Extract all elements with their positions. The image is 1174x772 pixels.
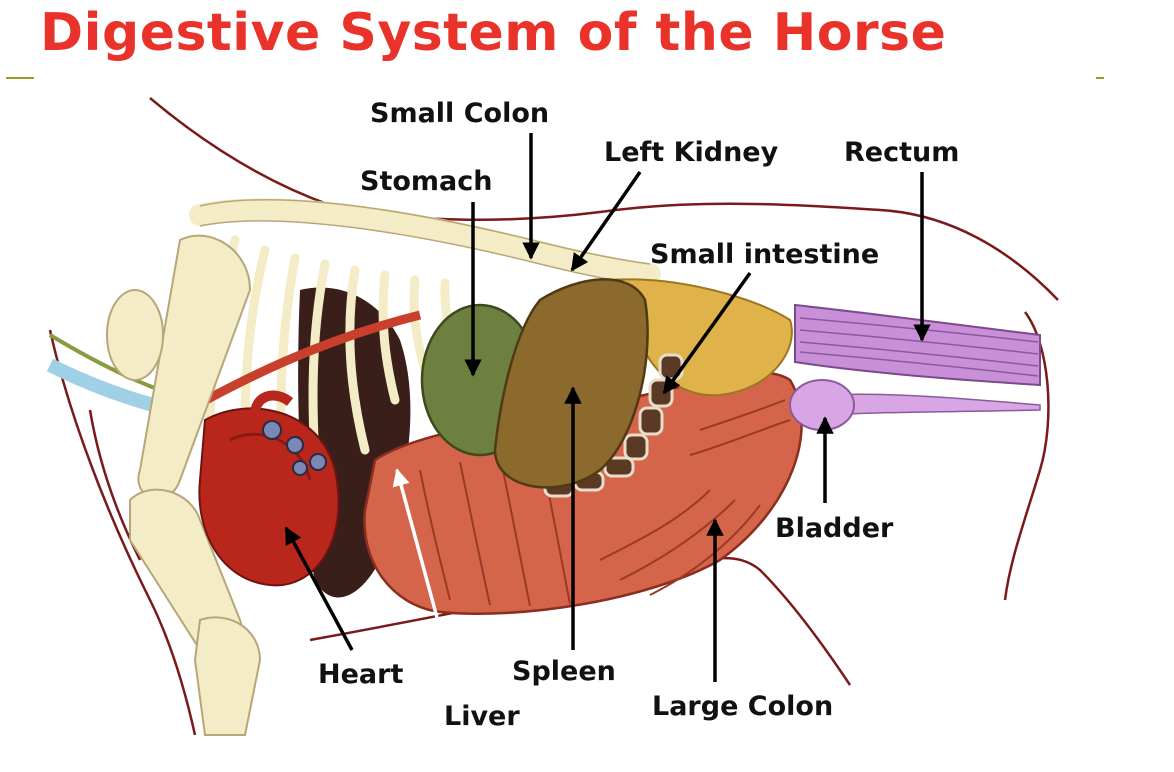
slide-title: Digestive System of the Horse [40,3,947,63]
foreleg-bones [106,234,262,736]
title-rule-right [1096,77,1104,79]
label-large-colon: Large Colon [652,691,833,722]
label-rectum: Rectum [844,137,959,168]
label-bladder: Bladder [775,513,894,544]
spleen-organ [493,278,649,489]
label-small-colon: Small Colon [370,98,549,129]
arrow-small-intestine [662,271,752,395]
bladder-organ [789,379,1041,431]
arrow-heart [284,526,354,651]
arrow-liver [392,468,460,696]
pointer-arrows [284,133,931,696]
labels: Small Colon Left Kidney Rectum Stomach S… [318,98,959,732]
title-rule-left [6,77,34,79]
arrow-left-kidney [570,171,642,272]
heart-organ [198,390,340,587]
small-colon-chain [543,353,684,498]
label-left-kidney: Left Kidney [604,137,779,168]
label-spleen: Spleen [512,656,616,687]
label-small-intestine: Small intestine [650,239,879,270]
rectum-organ [794,303,1041,387]
label-liver: Liver [444,701,520,732]
label-stomach: Stomach [360,166,492,197]
label-heart: Heart [318,659,403,690]
